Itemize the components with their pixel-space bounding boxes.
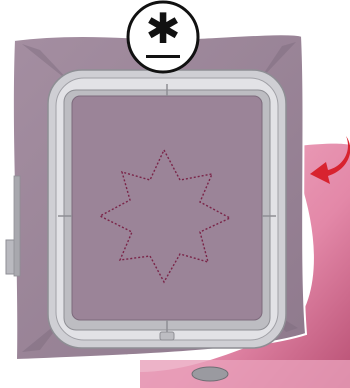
badge-underline xyxy=(146,55,180,58)
hoop-fabric-area xyxy=(72,96,262,320)
badge-symbol: ✱ xyxy=(124,6,202,52)
asterisk-badge-icon: ✱ xyxy=(124,4,202,68)
hoop-attachment-plate xyxy=(14,176,20,276)
presser-foot xyxy=(192,367,228,381)
hoop-clip-bottom xyxy=(160,332,174,340)
machine-base xyxy=(140,360,350,388)
